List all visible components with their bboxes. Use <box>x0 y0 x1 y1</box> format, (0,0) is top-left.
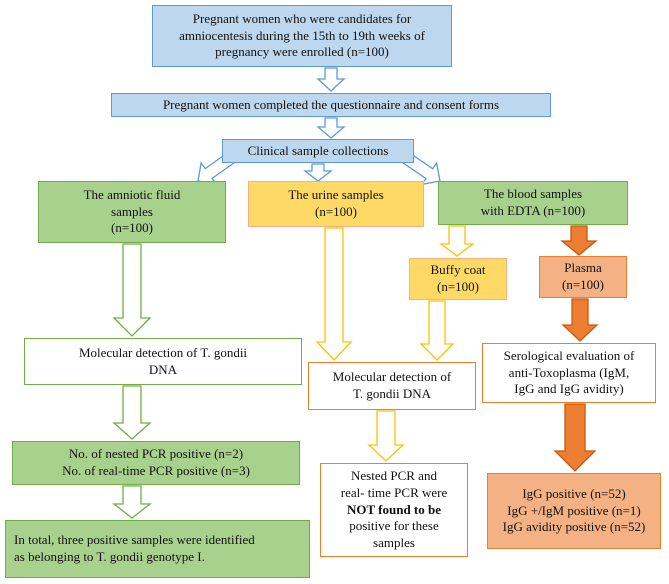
node-questionnaire-line-1: Pregnant women completed the questionnai… <box>162 96 500 112</box>
node-mol-amniotic-line-2: DNA <box>148 361 178 377</box>
node-serology: Serological evaluation of anti-Toxoplasm… <box>482 343 656 403</box>
node-not-found-line-4: positive for these <box>349 518 439 534</box>
node-serology-line-3: IgG and IgG avidity) <box>514 381 624 397</box>
node-amniotic-line-3: (n=100) <box>111 220 153 236</box>
node-mol-urine-line-2: T. gondii DNA <box>352 386 432 401</box>
node-enrolled: Pregnant women who were candidates for a… <box>152 5 452 67</box>
node-not-found-line-2: real- time PCR were <box>340 484 448 500</box>
node-mol-amniotic: Molecular detection of T. gondii DNA <box>24 338 302 385</box>
node-not-found-line-3: NOT found to be <box>346 501 442 517</box>
node-igg-results-line-3: IgG avidity positive (n=52) <box>502 519 646 535</box>
node-urine: The urine samples (n=100) <box>248 181 424 227</box>
arrow-molecular-to-pcr <box>112 385 152 440</box>
node-not-found-line-5: samples <box>373 535 415 551</box>
node-blood-line-2: with EDTA (n=100) <box>480 203 586 218</box>
node-enrolled-line-1: Pregnant women who were candidates for <box>192 10 412 26</box>
arrow-blood-to-buffy <box>439 225 475 257</box>
node-total-line-2: as belonging to T. gondii genotype I. <box>14 549 205 564</box>
node-mol-urine: Molecular detection of T. gondii DNA <box>308 362 476 410</box>
arrow-urine-to-molecular <box>315 227 353 361</box>
node-plasma-line-2: (n=100) <box>562 277 604 292</box>
node-enrolled-line-3: pregnancy were enrolled (n=100) <box>215 44 389 60</box>
node-igg-results-line-2: IgG +/IgM positive (n=1) <box>507 502 641 518</box>
arrow-buffy-to-molecular <box>419 300 455 361</box>
node-amniotic-line-1: The amniotic fluid <box>83 186 181 202</box>
node-urine-line-2: (n=100) <box>315 204 357 219</box>
node-pcr-results-line-1: No. of nested PCR positive (n=2) <box>68 446 244 462</box>
node-collections: Clinical sample collections <box>222 139 414 163</box>
node-questionnaire: Pregnant women completed the questionnai… <box>111 93 551 117</box>
node-buffy: Buffy coat (n=100) <box>409 258 507 300</box>
arrow-questionnaire-to-collections <box>316 117 346 139</box>
node-amniotic: The amniotic fluid samples (n=100) <box>38 181 226 243</box>
arrow-pcr-to-total <box>112 485 152 519</box>
arrow-collections-to-urine <box>303 163 333 182</box>
node-buffy-line-2: (n=100) <box>437 279 479 294</box>
node-urine-line-1: The urine samples <box>288 187 384 203</box>
node-pcr-results-line-2: No. of real-time PCR positive (n=3) <box>62 463 250 478</box>
node-amniotic-line-2: samples <box>111 203 153 219</box>
node-not-found-line-1: Nested PCR and <box>351 467 437 483</box>
node-igg-results-line-1: IgG positive (n=52) <box>522 485 626 501</box>
arrow-enrolled-to-questionnaire <box>316 67 346 92</box>
node-mol-amniotic-line-1: Molecular detection of T. gondii <box>78 344 248 360</box>
arrow-blood-to-plasma <box>560 225 598 256</box>
node-blood: The blood samples with EDTA (n=100) <box>438 181 628 225</box>
arrow-serology-to-igg <box>553 403 597 472</box>
node-pcr-results: No. of nested PCR positive (n=2) No. of … <box>12 441 300 485</box>
arrow-plasma-to-serology <box>561 298 599 342</box>
node-mol-urine-line-1: Molecular detection of <box>332 369 452 385</box>
node-serology-line-1: Serological evaluation of <box>503 347 635 363</box>
node-igg-results: IgG positive (n=52) IgG +/IgM positive (… <box>487 473 661 549</box>
node-plasma: Plasma (n=100) <box>539 256 627 298</box>
arrow-amniotic-to-molecular <box>112 243 152 337</box>
node-buffy-line-1: Buffy coat <box>430 262 486 278</box>
node-blood-line-1: The blood samples <box>483 186 583 202</box>
node-serology-line-2: anti-Toxoplasma (IgM, <box>508 364 630 380</box>
arrow-molecular-to-not-found <box>367 410 405 462</box>
node-total-line-1: In total, three positive samples were id… <box>14 532 255 548</box>
node-enrolled-line-2: amniocentesis during the 15th to 19th we… <box>179 27 425 43</box>
node-total: In total, three positive samples were id… <box>5 520 310 578</box>
node-not-found: Nested PCR and real- time PCR were NOT f… <box>320 463 468 557</box>
node-collections-line-1: Clinical sample collections <box>247 142 389 158</box>
node-plasma-line-1: Plasma <box>564 260 602 276</box>
